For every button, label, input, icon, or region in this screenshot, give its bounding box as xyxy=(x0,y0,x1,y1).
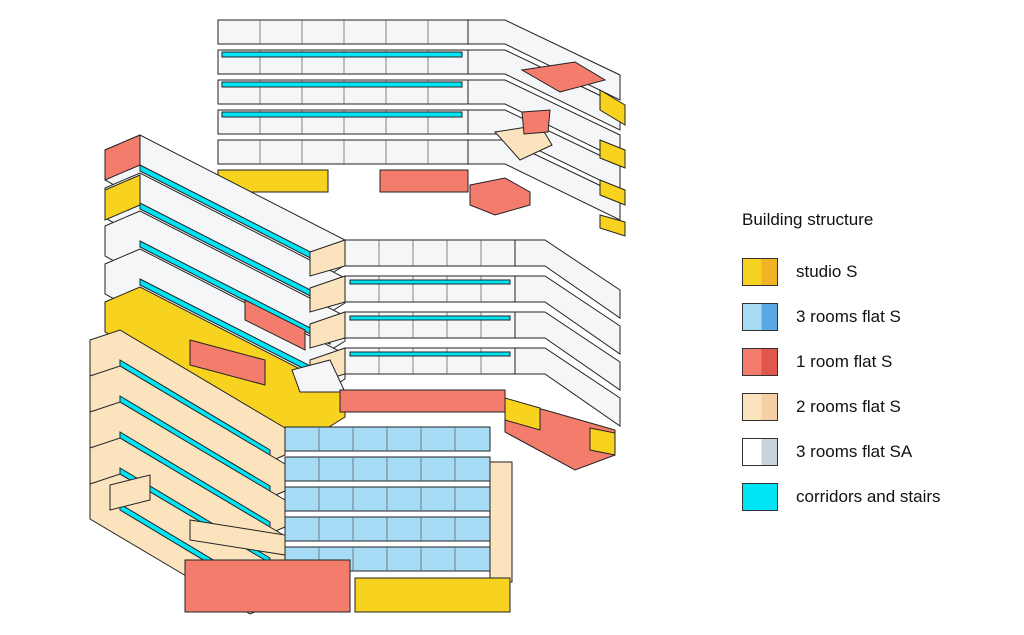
legend: Building structure studio S 3 rooms flat… xyxy=(742,210,1012,526)
one-room-unit xyxy=(189,339,266,386)
legend-label-1room: 1 room flat S xyxy=(796,351,893,371)
studio-row xyxy=(354,577,511,613)
corridor xyxy=(349,315,511,321)
top-block-floor xyxy=(217,139,469,165)
two-room-unit xyxy=(109,474,151,511)
corridor xyxy=(349,279,511,285)
one-room-row xyxy=(339,389,506,413)
one-room-block xyxy=(469,177,531,216)
legend-swatch-studio xyxy=(742,257,778,286)
legend-swatch-3rooms-s xyxy=(742,302,778,331)
one-room-row xyxy=(379,169,469,193)
studio-unit xyxy=(599,214,626,237)
two-room-unit xyxy=(309,239,346,277)
legend-swatch-3rooms-sa xyxy=(742,437,778,466)
bottom-right-floor xyxy=(284,426,491,452)
one-room-row xyxy=(184,559,351,613)
studio-unit xyxy=(589,427,616,456)
one-room-unit xyxy=(521,109,551,135)
legend-swatch-1room xyxy=(742,347,778,376)
legend-swatch-corridors xyxy=(742,482,778,511)
legend-item-corridors: corridors and stairs xyxy=(742,481,1012,512)
legend-swatch-2rooms xyxy=(742,392,778,421)
legend-item-studio: studio S xyxy=(742,256,1012,287)
legend-item-1room: 1 room flat S xyxy=(742,346,1012,377)
legend-label-2rooms: 2 rooms flat S xyxy=(796,396,901,416)
bottom-right-floor xyxy=(284,486,491,512)
two-room-unit xyxy=(189,519,286,556)
two-room-unit xyxy=(309,275,346,313)
middle-right-wing xyxy=(514,311,621,391)
studio-unit xyxy=(504,397,541,431)
corridor xyxy=(221,81,463,88)
corridor xyxy=(349,351,511,357)
top-block-wing xyxy=(467,49,621,131)
corridor xyxy=(221,51,463,58)
top-block-floor xyxy=(217,19,469,45)
studio-unit xyxy=(599,179,626,206)
legend-label-corridors: corridors and stairs xyxy=(796,486,941,506)
studio-unit xyxy=(599,89,626,126)
studio-unit xyxy=(104,174,141,221)
legend-item-3rooms-sa: 3 rooms flat SA xyxy=(742,436,1012,467)
legend-label-3rooms-sa: 3 rooms flat SA xyxy=(796,441,913,461)
corridor xyxy=(221,111,463,118)
one-room-unit xyxy=(104,134,141,181)
middle-right-wing xyxy=(514,275,621,355)
legend-item-3rooms-s: 3 rooms flat S xyxy=(742,301,1012,332)
bottom-right-floor xyxy=(284,516,491,542)
legend-label-3rooms-s: 3 rooms flat S xyxy=(796,306,901,326)
studio-unit xyxy=(599,139,626,169)
one-room-unit xyxy=(244,299,306,351)
legend-item-2rooms: 2 rooms flat S xyxy=(742,391,1012,422)
middle-right-wing xyxy=(514,239,621,319)
middle-right-wing xyxy=(514,347,621,427)
bottom-right-floor xyxy=(284,456,491,482)
two-room-column xyxy=(489,461,513,583)
legend-label-studio: studio S xyxy=(796,261,858,281)
one-room-unit xyxy=(520,61,607,93)
middle-right-floor xyxy=(344,239,516,267)
two-room-unit xyxy=(309,311,346,349)
legend-title: Building structure xyxy=(742,210,874,229)
